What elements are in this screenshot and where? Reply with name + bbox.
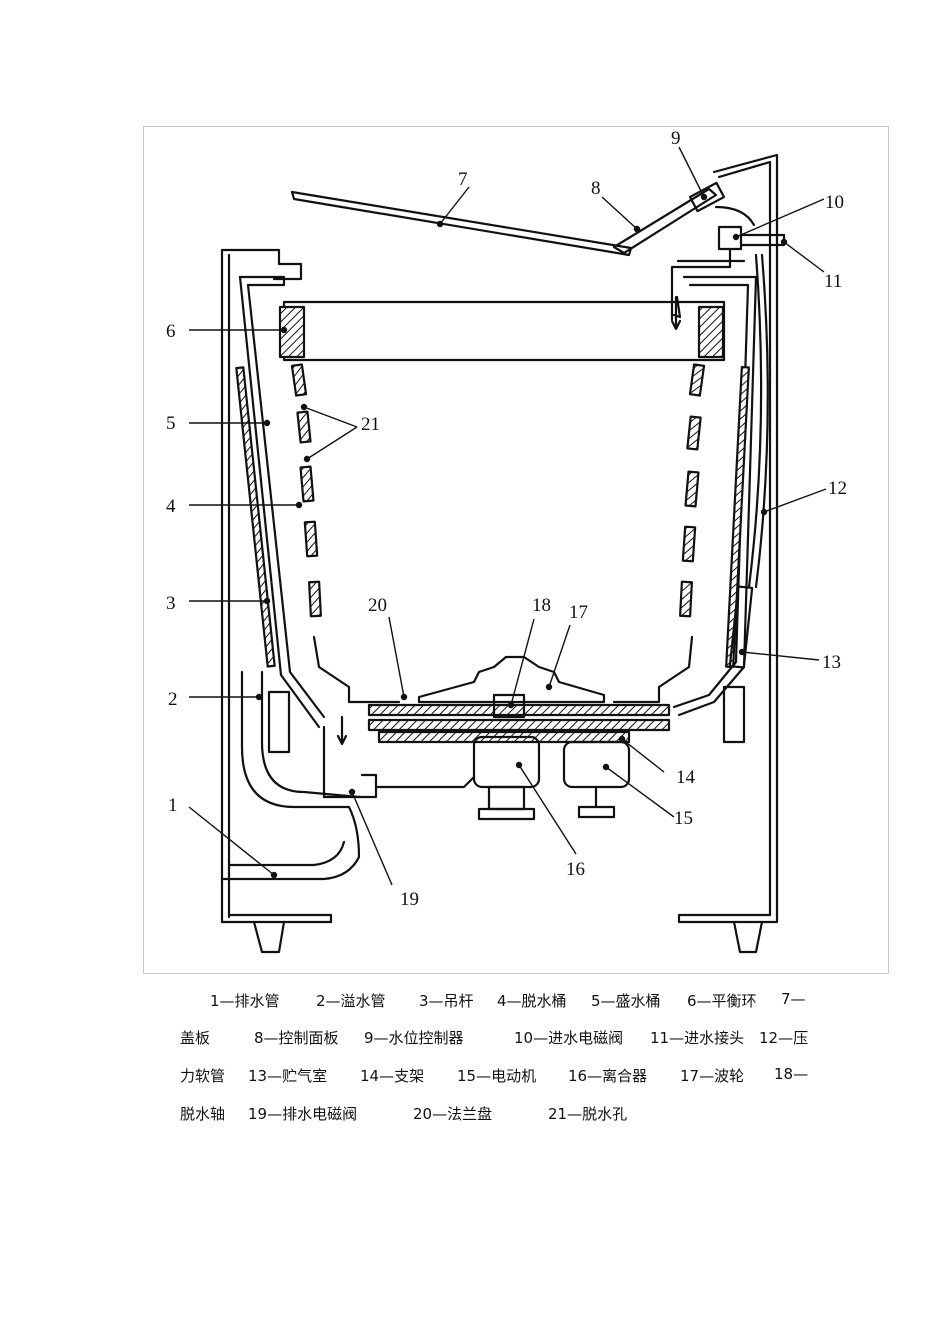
legend-item: 14—支架 [360,1067,425,1085]
washing-machine-diagram: 1 2 3 4 5 6 7 8 9 10 11 12 13 14 15 16 1… [143,126,889,974]
control-panel [612,187,718,255]
legend-item: 6—平衡环 [687,992,757,1010]
legend-item: 5—盛水桶 [591,992,661,1010]
pulsator [417,655,606,704]
label-1: 1 [168,795,178,816]
legend-item: 15—电动机 [457,1067,537,1085]
label-4: 4 [166,496,176,517]
legend-item: 13—贮气室 [248,1067,328,1085]
label-17: 17 [569,602,588,623]
legend-item: 17—波轮 [680,1067,745,1085]
foot-left [252,920,286,954]
dewatering-shaft [492,693,526,719]
air-chamber [728,585,754,669]
cabinet-right-wall [677,153,779,924]
water-level-controller [688,181,726,213]
motor [562,740,631,789]
label-15: 15 [674,808,693,829]
label-8: 8 [591,178,601,199]
legend-item: 16—离合器 [568,1067,648,1085]
diagram-svg: 1 2 3 4 5 6 7 8 9 10 11 12 13 14 15 16 1… [166,128,847,954]
label-3: 3 [166,593,176,614]
legend-item: 9—水位控制器 [364,1029,464,1047]
legend-item: 盖板 [180,1029,211,1047]
balance-ring-right [697,305,725,359]
overflow-pipe [267,690,291,754]
label-2: 2 [168,689,178,710]
legend-item: 4—脱水桶 [497,992,567,1010]
label-18: 18 [532,595,551,616]
foot-right [732,920,764,954]
label-21: 21 [361,414,380,435]
clutch [472,735,541,789]
basket-rim [282,300,726,362]
drain-solenoid-valve [322,725,378,799]
label-13: 13 [822,652,841,673]
label-19: 19 [400,889,419,910]
label-20: 20 [368,595,387,616]
label-6: 6 [166,321,176,342]
legend-item: 2—溢水管 [316,992,386,1010]
legend-item: 3—吊杆 [419,992,474,1010]
legend-item: 力软管 [180,1067,226,1085]
legend-item: 18— [774,1065,809,1083]
outer-tub-left [238,275,326,719]
lid [290,190,633,257]
label-5: 5 [166,413,176,434]
cabinet-left-wall [220,248,303,924]
legend-item: 11—进水接头 [650,1029,745,1047]
legend-item: 12—压 [759,1029,809,1047]
legend-item: 1—排水管 [210,992,280,1010]
pressure-hose [747,253,763,589]
label-12: 12 [828,478,847,499]
label-16: 16 [566,859,585,880]
label-10: 10 [825,192,844,213]
legend-item: 7— [781,990,806,1008]
legend-item: 8—控制面板 [254,1029,339,1047]
balance-ring-left [278,305,306,359]
label-7: 7 [458,169,468,190]
label-14: 14 [676,767,696,788]
label-9: 9 [671,128,681,149]
legend-item: 脱水轴 [180,1105,226,1123]
label-11: 11 [824,271,842,292]
legend-item: 21—脱水孔 [548,1105,628,1123]
legend-item: 19—排水电磁阀 [248,1105,358,1123]
legend-item: 20—法兰盘 [413,1105,493,1123]
drain-pipe [220,670,361,881]
legend-item: 10—进水电磁阀 [514,1029,624,1047]
flange-plate [367,703,671,717]
